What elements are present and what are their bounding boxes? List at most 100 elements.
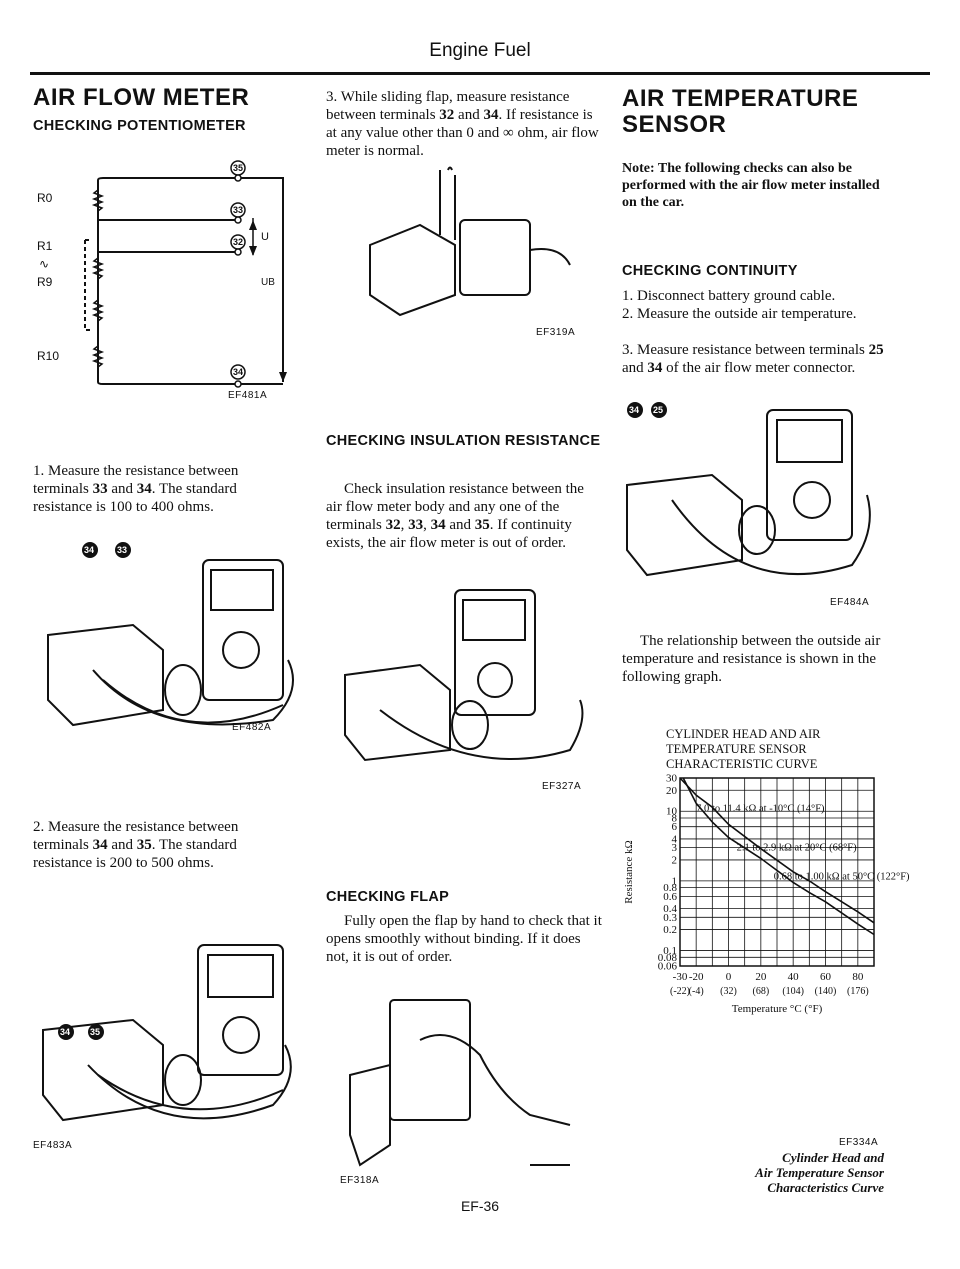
terminal-ref: 35 [474,517,490,533]
page-number: EF-36 [460,1198,500,1214]
y-tick-label: 8 [672,812,678,824]
y-tick-label: 0.2 [663,924,677,936]
terminal-ref: 34 [647,360,663,376]
figure-code: EF482A [232,722,272,733]
r1-label: R1 [37,239,53,253]
x-tick-label: 0 [726,971,732,983]
note-label: Note: [622,161,655,176]
terminal-34-label: 34 [84,545,94,555]
y-tick-label: 20 [666,785,678,797]
x-tick-label: 20 [755,971,767,983]
y-tick-label: 0.8 [663,882,677,894]
series-line-1 [679,777,875,924]
figure-code: EF484A [830,597,870,608]
page-header: Engine Fuel [429,40,531,61]
step-3: 3. While sliding flap, measure resistanc… [326,89,599,159]
y-tick-label: 0.6 [663,891,677,903]
r10-label: R10 [37,349,59,363]
terminal-32-label: 32 [233,237,243,247]
terminal-ref: 33 [408,517,424,533]
step-2: 2. Measure the resistance between termin… [33,819,239,871]
x-axis-label: Temperature °C (°F) [732,1003,823,1015]
step-1: 1. Measure the resistance between termin… [33,463,239,515]
x-tick-label-f: (-22) [670,986,690,997]
continuity-step-3: 3. Measure resistance between terminals … [622,342,884,376]
y-tick-label: 0.3 [663,912,677,924]
terminal-35-label: 35 [90,1027,100,1037]
terminal-ref: 32 [385,517,401,533]
terminal-33-label: 33 [117,545,127,555]
x-tick-label-f: (140) [815,986,837,997]
terminal-25-label: 25 [653,405,663,415]
y-tick-label: 30 [666,773,678,785]
terminal-ref: 33 [92,481,108,497]
figure-code: EF318A [340,1175,380,1186]
insulation-text: Check insulation resistance between the … [326,481,584,551]
section-title: AIR TEMPERATURE SENSOR [622,85,859,138]
y-tick-label: 10 [666,806,678,818]
continuity-heading: CHECKING CONTINUITY [622,263,798,279]
terminal-34-label: 34 [629,405,639,415]
x-tick-label: 40 [788,971,800,983]
u-label: U [261,231,269,243]
x-tick-label-f: (32) [720,986,737,997]
y-tick-label: 3 [672,842,678,854]
y-tick-label: 6 [672,821,678,833]
y-tick-label: 2 [672,854,678,866]
terminal-ref: 35 [136,837,152,853]
flap-check-illustration [330,985,580,1185]
y-axis-label: Resistance kΩ [623,840,635,903]
terminal-ref: 25 [868,342,884,358]
terminal-34-label: 34 [60,1027,70,1037]
flap-tester-illustration [360,165,580,325]
y-tick-label: 0.4 [663,903,677,915]
x-tick-label: 60 [820,971,832,983]
annotation-2: 2.1 to 2.9 kΩ at 20°C (68°F) [737,843,858,854]
x-tick-label: 80 [852,971,864,983]
figure-code: EF327A [542,781,582,792]
header-rule [30,72,930,75]
ohmmeter-illustration: 34 33 [33,540,295,740]
annotation-3: 0.68 to 1.00 kΩ at 50°C (122°F) [774,871,910,882]
continuity-step-1: 1. Disconnect battery ground cable. [622,288,836,304]
figure-caption: Cylinder Head and Air Temperature Sensor… [755,1150,884,1195]
terminal-ref: 34 [92,837,108,853]
flap-heading: CHECKING FLAP [326,889,450,905]
column-air-flow-meter: AIR FLOW METER CHECKING POTENTIOMETER [33,85,295,135]
figure-code: EF483A [33,1140,73,1151]
insulation-tester-illustration [340,580,590,770]
x-tick-label-f: (176) [847,986,869,997]
terminal-ref: 34 [430,517,446,533]
continuity-step-2: 2. Measure the outside air temperature. [622,306,857,322]
x-tick-label: -30 [673,971,688,983]
note: Note: The following checks can also be p… [622,161,880,210]
terminal-ref: 34 [136,481,152,497]
figure-code: EF481A [228,390,268,401]
y-tick-label: 0.06 [658,961,678,973]
section-title: AIR FLOW METER [33,84,250,111]
y-tick-label: 1 [672,875,678,887]
r0-label: R0 [37,191,53,205]
ohmmeter-illustration: 34 35 [33,930,295,1130]
ub-label: UB [261,277,275,288]
r9-label: R9 [37,275,53,289]
continuity-tester-illustration: 34 25 [622,400,884,590]
series-line-2 [682,777,875,936]
insulation-heading: CHECKING INSULATION RESISTANCE [326,433,601,449]
x-tick-label: -20 [689,971,704,983]
subsection-title: CHECKING POTENTIOMETER [33,118,246,134]
figure-code: EF334A [839,1137,879,1148]
terminal-33-label: 33 [233,205,243,215]
terminal-ref: 32 [439,107,455,123]
figure-code: EF319A [536,327,576,338]
y-tick-label: 0.08 [658,952,678,964]
terminal-34-label: 34 [233,367,243,377]
x-tick-label-f: (104) [782,986,804,997]
y-tick-label: 0.1 [663,945,677,957]
x-tick-label-f: (68) [752,986,769,997]
y-tick-label: 4 [672,833,678,845]
terminal-35-label: 35 [233,163,243,173]
range-label: ∿ [39,257,49,271]
relation-text: The relationship between the outside air… [622,633,881,685]
